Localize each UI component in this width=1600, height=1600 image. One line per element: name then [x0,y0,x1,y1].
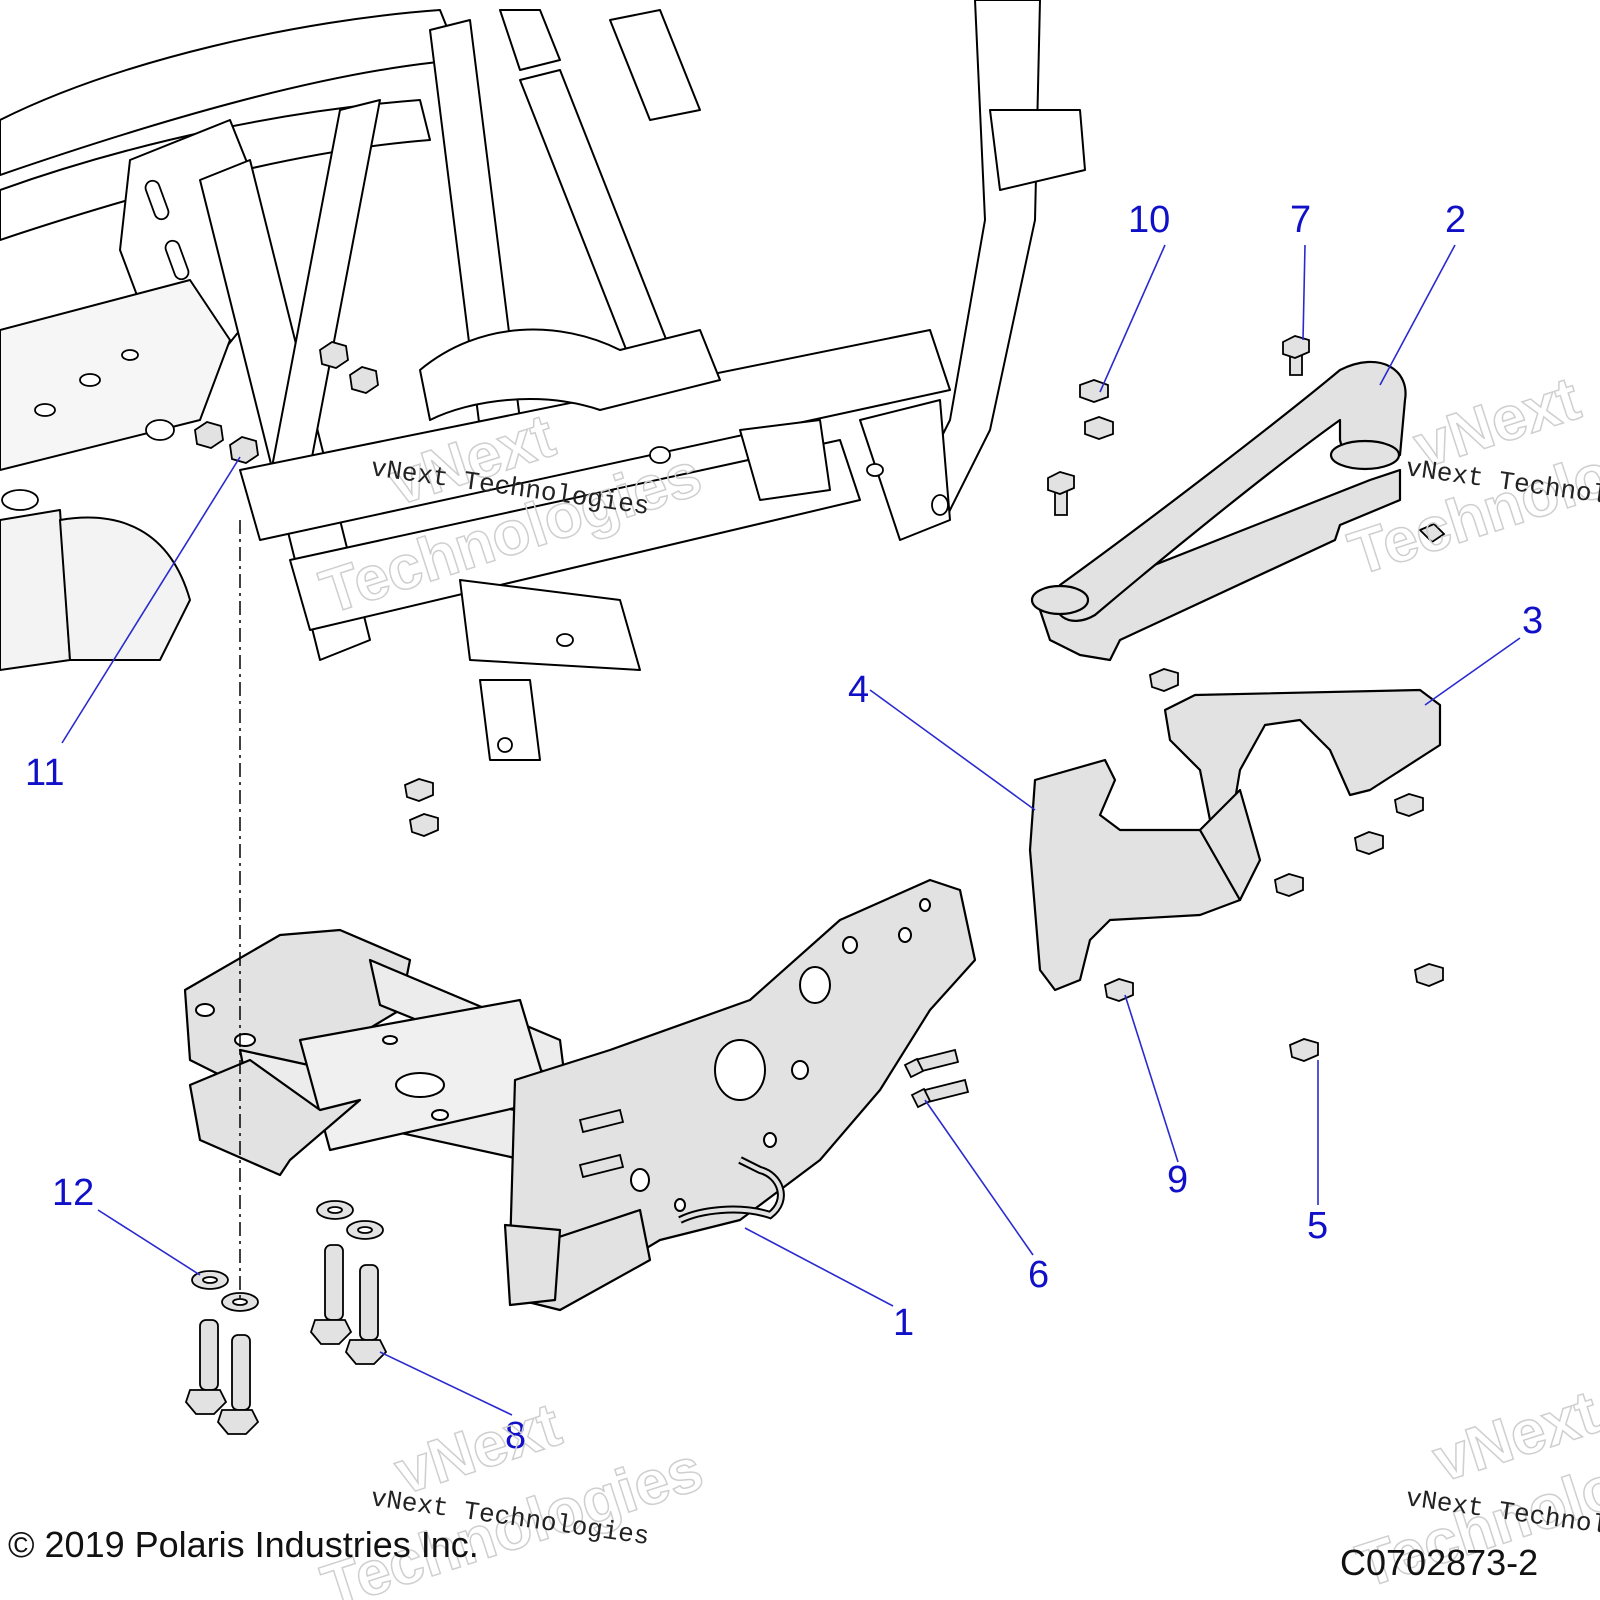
callout-12: 12 [52,1172,94,1214]
callout-1: 1 [893,1302,914,1344]
callout-6: 6 [1028,1254,1049,1296]
callout-8: 8 [505,1415,526,1457]
callout-11: 11 [25,752,64,794]
leader-lines [61,244,1521,1416]
callout-9: 9 [1167,1159,1188,1201]
part-2-grab-handle [1030,360,1407,662]
frame-nuts [194,341,379,464]
callout-10: 10 [1128,199,1170,241]
part-4-bracket [1028,758,1262,992]
callout-3: 3 [1522,600,1543,642]
callout-5: 5 [1307,1205,1328,1247]
figure-id: C0702873-2 [1340,1542,1538,1583]
callout-4: 4 [848,669,869,711]
watermark-lower-left: vNext Technologies vNext Technologies [313,1389,712,1600]
fasteners [184,335,1446,1435]
callout-2: 2 [1445,199,1466,241]
callout-7: 7 [1290,199,1311,241]
part-1-holes [195,898,931,1212]
frame-details [1,179,949,753]
vehicle-frame [0,0,1086,761]
copyright-text: © 2019 Polaris Industries Inc. [8,1524,479,1565]
callouts: 1 2 3 4 5 6 7 8 9 10 11 12 [25,199,1543,1457]
